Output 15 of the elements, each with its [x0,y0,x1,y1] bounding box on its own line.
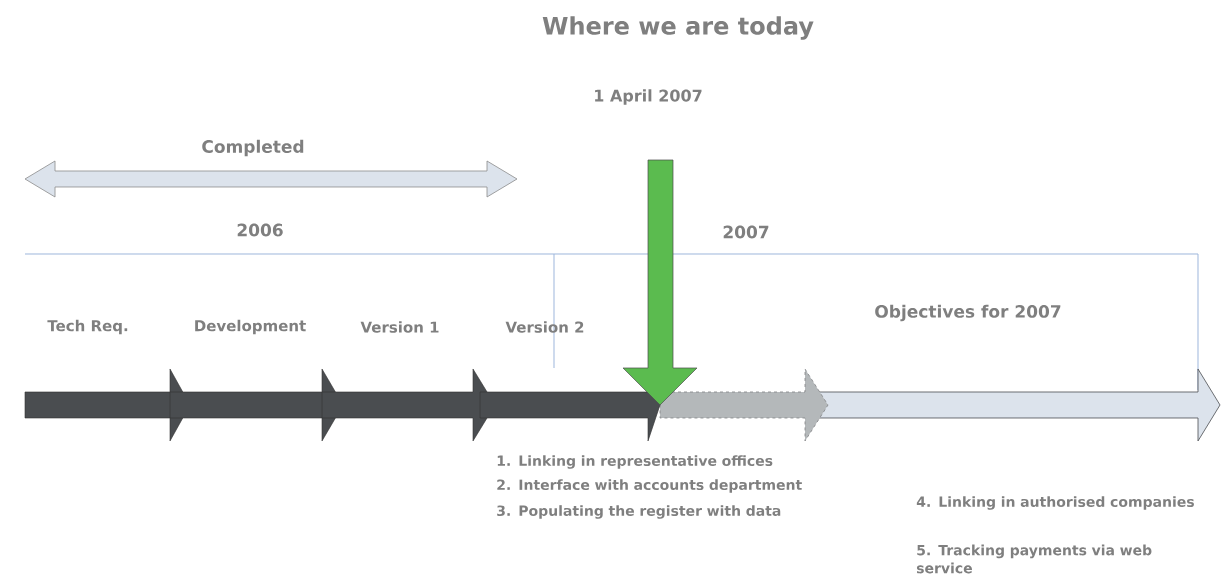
phase-label: Version 1 [360,321,439,333]
heading: Objectives for 2007 [875,304,1061,322]
phase-label: Tech Req. [47,319,128,335]
title: Where we are today [542,16,814,40]
list-item: 3. Populating the register with data [497,505,781,519]
year-label: 2007 [723,225,769,239]
range-label: Completed [202,139,304,157]
phase-label: Version 2 [505,321,584,333]
list-item: 5. Tracking payments via web service [916,544,1152,574]
date-label: 1 April 2007 [595,89,702,105]
list-item: 2. Interface with accounts department [497,479,802,493]
phase-label: Development [195,319,306,335]
list-item: 1. Linking in representative offices [497,455,773,469]
year-label: 2006 [237,223,283,237]
list-item: 4. Linking in authorised companies [916,496,1194,510]
